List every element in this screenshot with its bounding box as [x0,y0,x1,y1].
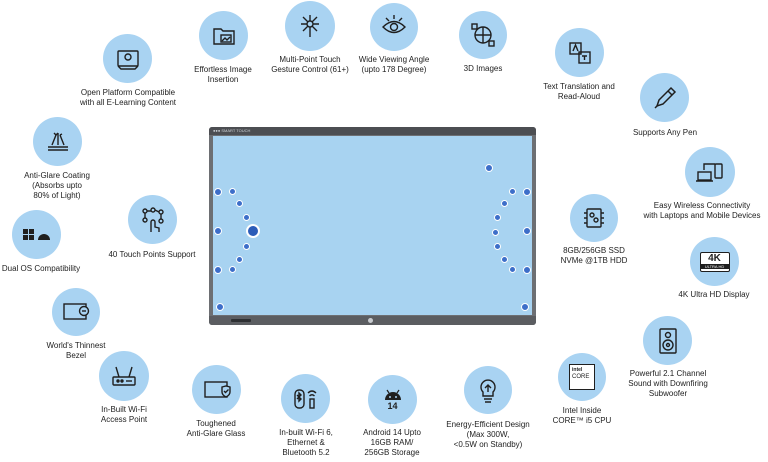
intel-text: intel [572,367,583,373]
bulb-icon [480,379,496,403]
touch-points-circle [128,195,177,244]
menu-dot [216,303,224,311]
devices-icon [696,163,723,182]
menu-dot [521,303,529,311]
menu-hub-left [246,224,260,238]
menu-dot [501,256,508,263]
menu-dot [523,266,531,274]
menu-dot [214,266,222,274]
wireless-label: Easy Wireless Connectivity with Laptops … [643,201,761,220]
menu-dot [494,214,501,221]
android-label: Android 14 Upto 16GB RAM/ 256GB Storage [363,428,421,457]
anti-glare-circle [33,117,82,166]
menu-dot [492,229,499,236]
uhd-circle: 4K ULTRA HD [690,237,739,286]
translation-label: Text Translation and Read-Aloud [543,82,615,101]
router-icon [112,366,136,386]
interactive-display: ●●● SMART TOUCH [209,127,536,325]
anti-glare-label: Anti-Glare Coating (Absorbs upto 80% of … [24,171,90,200]
shield-screen-icon [203,380,231,398]
open-platform-label: Open Platform Compatible with all E-Lear… [79,88,177,107]
cpu-label: Intel Inside CORE™ i5 CPU [552,406,612,425]
android-version-text: 14 [387,400,398,411]
menu-dot [229,266,236,273]
display-bottom-bar [209,316,536,325]
core-text: CORE [572,374,590,380]
windows-android-icon [22,228,50,240]
4k-badge-icon: 4K ULTRA HD [699,251,730,272]
bluetooth-wifi-icon [293,388,316,409]
menu-dot [236,256,243,263]
cpu-circle: intel CORE [558,353,606,401]
bezel-label: World's Thinnest Bezel [46,341,106,360]
eye-icon [382,15,406,34]
uhd-label: 4K Ultra HD Display [678,290,750,299]
storage-label: 8GB/256GB SSD NVMe @1TB HDD [560,246,628,265]
multi-touch-label: Multi-Point Touch Gesture Control (61+) [271,55,349,74]
laptop-box-icon [116,49,139,70]
storage-circle [570,194,618,242]
translation-circle [555,28,604,77]
any-pen-label: Supports Any Pen [632,128,698,137]
sound-label: Powerful 2.1 Channel Sound with Downfiri… [628,369,708,398]
bezel-circle [52,288,100,336]
menu-dot [494,243,501,250]
menu-dot [214,227,222,235]
display-brand: ●●● SMART TOUCH [213,128,251,133]
android-circle: 14 [368,375,417,424]
thin-bezel-icon [63,303,90,320]
menu-dot [236,200,243,207]
any-pen-circle [640,73,689,122]
viewing-angle-label: Wide Viewing Angle (upto 178 Degree) [358,55,430,74]
menu-dot [214,188,222,196]
3d-cube-icon [471,23,495,47]
dual-os-label: Dual OS Compatibility [1,264,81,273]
energy-label: Energy-Efficient Design (Max 300W, <0.5W… [446,420,530,449]
menu-dot [229,188,236,195]
image-insertion-label: Effortless Image Insertion [194,65,252,84]
image-folder-icon [212,27,235,45]
image-insertion-circle [199,11,248,60]
power-icon [368,318,373,323]
access-point-label: In-Built Wi-Fi Access Point [100,405,148,424]
menu-dot [243,243,250,250]
pen-dot [485,164,493,172]
menu-dot [523,188,531,196]
android-head-icon [384,389,401,400]
display-screen [213,136,532,315]
wifi6-circle [281,374,330,423]
chip-icon [584,208,604,228]
menu-dot [509,266,516,273]
uhd-small-text: ULTRA HD [700,263,729,269]
uhd-big-text: 4K [708,252,721,264]
energy-circle [464,366,512,414]
touch-points-label: 40 Touch Points Support [108,250,196,259]
display-ports [231,319,251,322]
glass-circle [192,365,241,414]
display-top-bar: ●●● SMART TOUCH [209,127,536,135]
access-point-circle [99,351,149,401]
open-platform-circle [103,34,152,83]
pen-icon [653,86,676,109]
speaker-icon [658,327,677,354]
menu-dot [523,227,531,235]
intel-core-icon: intel CORE [569,364,595,390]
multi-touch-circle [285,1,335,51]
dual-os-circle [12,210,61,259]
touch-gesture-icon [301,15,319,37]
sound-circle [643,316,692,365]
anti-glare-screen-icon [47,132,68,151]
wifi6-label: In-built Wi-Fi 6, Ethernet & Bluetooth 5… [279,428,333,457]
translate-icon [568,41,591,64]
menu-dot [509,188,516,195]
glass-label: Toughened Anti-Glare Glass [186,419,246,438]
viewing-angle-circle [370,3,418,51]
menu-dot [243,214,250,221]
images-3d-circle [459,11,507,59]
android-icon: 14 [383,389,403,411]
images-3d-label: 3D Images [463,64,503,73]
touch-nodes-icon [141,206,164,232]
wireless-circle [685,147,735,197]
menu-dot [501,200,508,207]
